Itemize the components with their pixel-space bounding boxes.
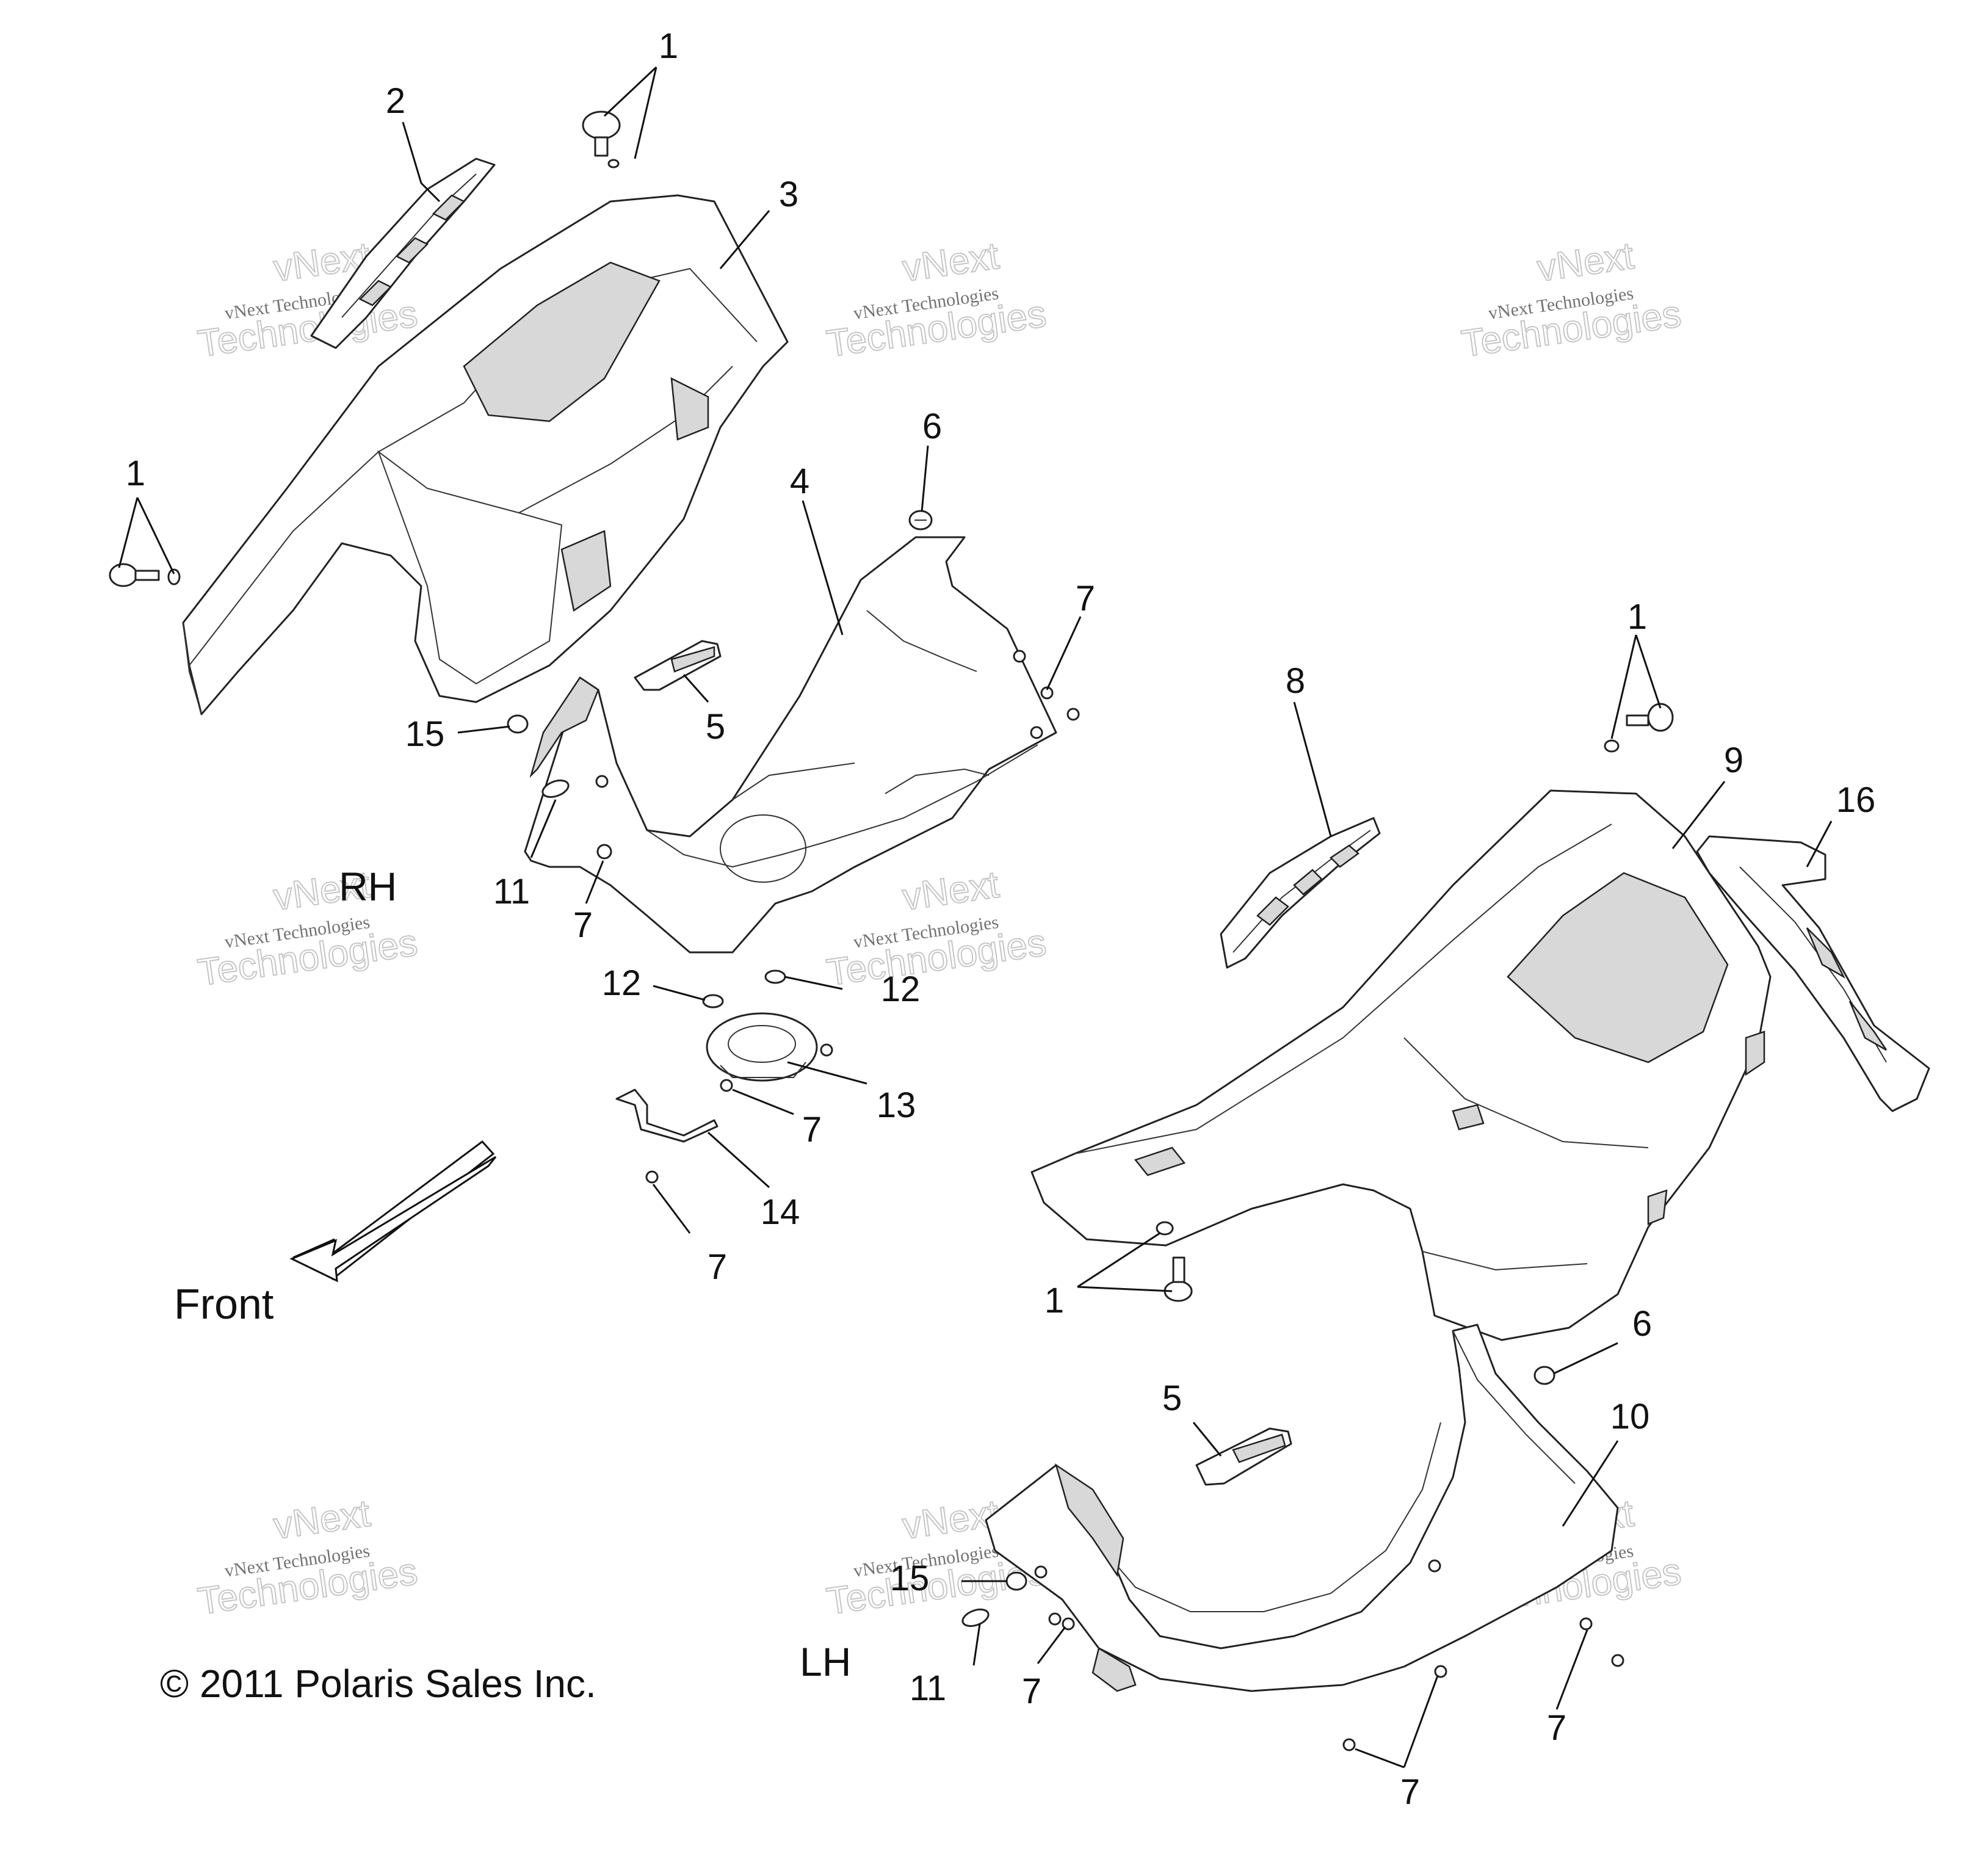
svg-text:vNext: vNext	[271, 1492, 373, 1547]
clip-6-lower	[1533, 1366, 1555, 1385]
clip-6-upper	[908, 510, 933, 531]
screws-7-lh	[1034, 1559, 1624, 1751]
callout-1: 1	[659, 26, 678, 66]
callout-1: 1	[1627, 597, 1647, 637]
callout-7: 7	[573, 905, 593, 945]
copyright-notice: © 2011 Polaris Sales Inc.	[160, 1662, 596, 1706]
floor-vent-rh	[634, 640, 722, 691]
callout-15: 15	[890, 1559, 930, 1598]
svg-text:vNext: vNext	[900, 863, 1002, 918]
grommet-11-lh	[961, 1608, 990, 1628]
callout-1: 1	[1044, 1281, 1064, 1320]
callout-13: 13	[877, 1085, 916, 1125]
callout-10: 10	[1610, 1397, 1650, 1436]
push-pin-left	[109, 563, 181, 587]
watermark-2: vNext vNext Technologies Technologies	[824, 234, 1049, 366]
callout-2: 2	[386, 81, 405, 121]
callout-7: 7	[708, 1247, 727, 1287]
callout-9: 9	[1724, 741, 1743, 780]
callout-6: 6	[922, 407, 942, 446]
callout-11: 11	[493, 872, 530, 911]
callout-15: 15	[405, 714, 445, 754]
callout-3: 3	[779, 175, 798, 214]
ring-13	[706, 1012, 818, 1082]
callout-12: 12	[602, 963, 642, 1003]
washers-12	[702, 969, 786, 1009]
parts	[109, 110, 1930, 1751]
callout-7: 7	[1400, 1772, 1420, 1812]
front-arrow	[289, 1140, 497, 1283]
callout-8: 8	[1286, 661, 1305, 701]
fastener-15-lh	[1005, 1571, 1027, 1591]
grommet-11-rh	[541, 779, 570, 799]
svg-text:vNext: vNext	[900, 234, 1002, 289]
callout-14: 14	[761, 1192, 800, 1232]
handle-16	[1696, 835, 1930, 1112]
rh-side-panel	[182, 194, 789, 715]
vent-8	[1220, 817, 1381, 969]
fastener-15-rh	[507, 714, 529, 734]
push-pin-top	[582, 110, 621, 168]
svg-text:vNext: vNext	[1535, 234, 1637, 289]
callout-7: 7	[802, 1110, 822, 1150]
small-vent	[310, 158, 496, 349]
watermark-5: vNext vNext Technologies Technologies	[824, 863, 1049, 994]
callout-7: 7	[1547, 1708, 1566, 1748]
callout-7: 7	[1022, 1671, 1041, 1711]
callout-4: 4	[790, 462, 809, 501]
floor-vent-lh	[1195, 1427, 1292, 1486]
bracket-14	[615, 1088, 719, 1143]
lh-label: LH	[800, 1639, 851, 1684]
callout-5: 5	[1162, 1378, 1182, 1418]
watermark-7: vNext vNext Technologies Technologies	[195, 1491, 421, 1623]
callout-6: 6	[1632, 1304, 1652, 1344]
callouts: 1 2 3 1 6 4 7 5 15 11 7 12 12 13 7 14 7 …	[126, 26, 1875, 1812]
callout-16: 16	[1836, 780, 1876, 820]
callout-12: 12	[881, 969, 921, 1009]
lh-floor-panel	[985, 1324, 1619, 1692]
push-pin-right-top	[1604, 703, 1674, 753]
leader-lines	[118, 66, 1833, 1769]
rh-label: RH	[339, 864, 397, 909]
callout-7: 7	[1076, 579, 1095, 618]
screws-7	[595, 650, 1080, 1184]
callout-11: 11	[910, 1668, 946, 1708]
front-label: Front	[174, 1280, 273, 1328]
callout-5: 5	[706, 707, 725, 747]
callout-1: 1	[126, 454, 145, 493]
watermark-3: vNext vNext Technologies Technologies	[1458, 234, 1684, 366]
lh-side-panel	[1030, 789, 1772, 1341]
rh-floor-panel	[524, 536, 1057, 954]
